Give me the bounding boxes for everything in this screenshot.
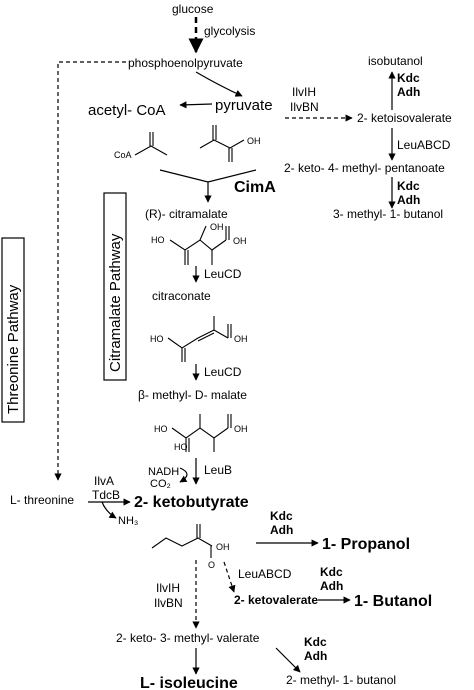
label-2-ketoisovalerate: 2- ketoisovalerate bbox=[357, 111, 452, 125]
structure-methylmalate-ho-1: HO bbox=[154, 424, 168, 434]
label-nadh: NADH bbox=[148, 466, 179, 478]
structure-methylmalate-ho-2: HO bbox=[174, 442, 188, 452]
label-kdc-5: Kdc bbox=[304, 635, 327, 649]
label-co2: CO₂ bbox=[150, 478, 171, 490]
label-methylmalate: β- methyl- D- malate bbox=[138, 388, 247, 402]
dashed-pep-threonine bbox=[54, 61, 126, 481]
label-nh3: NH₃ bbox=[118, 515, 138, 527]
label-l-isoleucine: L- isoleucine bbox=[140, 675, 238, 690]
structure-methylmalate: HO HO OH bbox=[154, 414, 248, 452]
structure-citramalate: HO OH OH bbox=[151, 222, 247, 265]
label-2-ketobutyrate: 2- ketobutyrate bbox=[134, 494, 249, 511]
label-1-butanol: 1- Butanol bbox=[354, 593, 432, 610]
label-adh-4: Adh bbox=[320, 579, 343, 593]
label-pyruvate: pyruvate bbox=[215, 97, 273, 114]
label-ilvbn-2: IlvBN bbox=[154, 596, 183, 610]
label-citramalate-pathway: Citramalate Pathway bbox=[107, 233, 124, 372]
label-acetyl-coa: acetyl- CoA bbox=[88, 102, 166, 119]
label-glycolysis: glycolysis bbox=[204, 24, 255, 38]
label-kdc-3: Kdc bbox=[270, 509, 293, 523]
label-kdc-4: Kdc bbox=[320, 565, 343, 579]
arrow-pep-pyruvate bbox=[195, 71, 243, 97]
structure-acetyl-coa: CoA bbox=[114, 132, 168, 160]
label-adh-5: Adh bbox=[304, 649, 327, 663]
structure-citramalate-oh-2: OH bbox=[233, 236, 247, 246]
label-1-propanol: 1- Propanol bbox=[322, 536, 410, 553]
structure-methylmalate-oh: OH bbox=[234, 424, 248, 434]
structure-ketobutyrate-oh: OH bbox=[216, 542, 230, 552]
structure-citraconate: HO OH bbox=[150, 316, 248, 362]
arrow-pyruvate-acetylcoa bbox=[179, 101, 213, 109]
label-ilvih-2: IlvIH bbox=[156, 581, 180, 595]
label-adh-1: Adh bbox=[397, 85, 420, 99]
label-ilva: IlvA bbox=[94, 474, 114, 488]
label-threonine-pathway: Threonine Pathway bbox=[5, 284, 22, 414]
label-3-methyl-1-butanol: 3- methyl- 1- butanol bbox=[333, 207, 443, 221]
label-leuabcd-2: LeuABCD bbox=[238, 567, 292, 581]
label-leucd-2: LeuCD bbox=[204, 365, 242, 379]
structure-citramalate-oh-1: OH bbox=[210, 222, 224, 232]
label-ilvbn-1: IlvBN bbox=[290, 100, 319, 114]
label-isobutanol: isobutanol bbox=[368, 54, 423, 68]
arrow-nh3 bbox=[101, 501, 117, 519]
label-l-threonine: L- threonine bbox=[10, 493, 74, 507]
label-ilvih-1: IlvIH bbox=[292, 85, 316, 99]
label-cima: CimA bbox=[234, 179, 276, 196]
structure-citraconate-oh: OH bbox=[234, 334, 248, 344]
label-tdcb: TdcB bbox=[92, 488, 120, 502]
structure-ketobutyrate: O OH bbox=[151, 524, 230, 570]
label-adh-3: Adh bbox=[270, 523, 293, 537]
label-citraconate: citraconate bbox=[152, 289, 211, 303]
structure-citramalate-ho: HO bbox=[151, 235, 165, 245]
label-leucd-1: LeuCD bbox=[204, 267, 242, 281]
label-kdc-1: Kdc bbox=[397, 71, 420, 85]
arrow-nadh-co2 bbox=[179, 467, 188, 483]
box-citramalate-pathway: Citramalate Pathway bbox=[103, 192, 127, 381]
label-2-ketovalerate: 2- ketovalerate bbox=[234, 593, 318, 607]
structure-pyruvate: OH bbox=[199, 125, 261, 162]
arrow-ketobutyrate-ketovalerate bbox=[223, 561, 236, 593]
label-kdc-2: Kdc bbox=[397, 179, 420, 193]
box-threonine-pathway: Threonine Pathway bbox=[1, 237, 25, 423]
label-adh-2: Adh bbox=[397, 193, 420, 207]
structure-coa: CoA bbox=[114, 150, 132, 160]
label-phosphoenolpyruvate: phosphoenolpyruvate bbox=[128, 56, 243, 70]
label-citramalate: (R)- citramalate bbox=[145, 207, 228, 221]
label-2-methyl-1-butanol: 2- methyl- 1- butanol bbox=[286, 673, 396, 687]
structure-ketobutyrate-o: O bbox=[208, 560, 215, 570]
structure-citraconate-ho: HO bbox=[150, 334, 164, 344]
label-leub: LeuB bbox=[204, 463, 232, 477]
label-kmv: 2- keto- 3- methyl- valerate bbox=[116, 631, 260, 645]
label-leuabcd-1: LeuABCD bbox=[397, 138, 451, 152]
arrow-kmv-2mb bbox=[275, 647, 301, 673]
label-glucose: glucose bbox=[172, 2, 214, 16]
structure-pyruvate-oh: OH bbox=[247, 136, 261, 146]
label-kmp: 2- keto- 4- methyl- pentanoate bbox=[284, 161, 445, 175]
